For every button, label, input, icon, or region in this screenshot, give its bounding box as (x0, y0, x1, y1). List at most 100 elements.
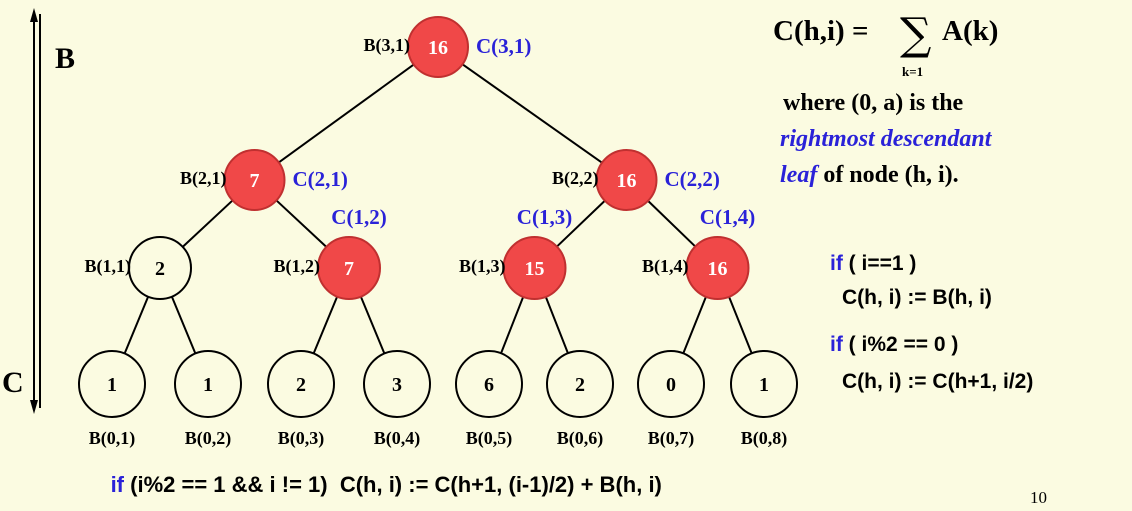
node-c-label: C(2,2) (665, 167, 720, 191)
node-circle (595, 149, 658, 211)
node-circle (78, 350, 146, 418)
page-number: 10 (1030, 488, 1047, 507)
tree-edge (682, 296, 707, 354)
axis-down-arrow-icon (30, 400, 38, 414)
tree-node-0-8: 1B(0,8) (730, 350, 798, 449)
node-value: 1 (759, 374, 769, 396)
bottom-rule-text: (i%2 == 1 && i != 1) C(h, i) := C(h+1, (… (124, 472, 662, 497)
node-value: 15 (525, 258, 545, 280)
tree-edge (556, 200, 606, 248)
tree-node-3-1: 16B(3,1)C(3,1) (364, 16, 531, 78)
tree-node-0-1: 1B(0,1) (78, 350, 146, 449)
formula: C(h,i) = ∑ k=1 A(k) (773, 9, 998, 79)
node-circle (455, 350, 523, 418)
axis-bottom-label: C (2, 366, 24, 399)
tree-nodes: 16B(3,1)C(3,1)7B(2,1)C(2,1)16B(2,2)C(2,2… (78, 16, 798, 449)
formula-lhs: C(h,i) = (773, 15, 868, 47)
node-b-label: B(2,1) (180, 168, 227, 189)
tree-edge (647, 200, 696, 248)
node-circle (546, 350, 614, 418)
node-value: 6 (484, 374, 494, 396)
tree-node-0-6: 2B(0,6) (546, 350, 614, 449)
node-b-label: B(0,5) (466, 428, 513, 449)
node-circle (223, 149, 286, 211)
node-b-label: B(0,6) (557, 428, 604, 449)
tree-edge (182, 199, 234, 248)
node-b-label: B(2,2) (552, 168, 599, 189)
node-b-label: B(0,8) (741, 428, 788, 449)
tree-edge (123, 296, 150, 354)
node-b-label: B(1,4) (642, 256, 689, 277)
node-value: 16 (428, 37, 448, 59)
node-c-label: C(1,4) (700, 205, 755, 229)
node-circle (502, 236, 567, 300)
node-value: 1 (203, 374, 213, 396)
tree-edge (170, 296, 197, 354)
node-circle (637, 350, 705, 418)
formula-sum-lower: k=1 (902, 64, 923, 79)
node-value: 16 (617, 170, 637, 192)
node-c-label: C(3,1) (476, 34, 531, 58)
tree-node-0-7: 0B(0,7) (637, 350, 705, 449)
tree-edge (275, 199, 327, 248)
tree-edge (359, 296, 386, 354)
rule-1-condition: ( i==1 ) (843, 252, 917, 275)
node-value: 1 (107, 374, 117, 396)
tree-edge (312, 296, 339, 354)
axis-top-label: B (55, 42, 75, 75)
sum-symbol-icon: ∑ (900, 9, 931, 60)
description-line2: rightmost descendant (780, 126, 993, 152)
tree-node-2-1: 7 B(2,1) C(2,1) (180, 149, 348, 211)
node-circle (685, 236, 750, 300)
tree-node-1-2: 7B(1,2)C(1,2) (274, 205, 387, 300)
node-b-label: B(0,4) (374, 428, 421, 449)
bottom-rule: if (i%2 == 1 && i != 1) C(h, i) := C(h+1… (80, 472, 680, 497)
node-b-label: B(1,3) (459, 256, 506, 277)
node-value: 2 (296, 374, 306, 396)
rule-2-keyword: if (830, 333, 844, 356)
formula-rhs: A(k) (942, 15, 998, 47)
node-value: 2 (575, 374, 585, 396)
axis-up-arrow-icon (30, 8, 38, 22)
description-leaf-em: leaf (780, 162, 819, 188)
node-circle (730, 350, 798, 418)
node-value: 16 (708, 258, 728, 280)
node-c-label: C(1,3) (517, 205, 572, 229)
rule-2-condition-line: if ( i%2 == 0 ) (830, 333, 958, 356)
tree-edge (278, 63, 415, 164)
node-circle (267, 350, 335, 418)
rule-1-condition-line: if ( i==1 ) (830, 252, 916, 275)
node-value: 7 (344, 258, 354, 280)
node-circle (407, 16, 469, 78)
tree-node-2-2: 16 B(2,2) C(2,2) (552, 149, 720, 211)
description-line3: leaf of node (h, i). (780, 162, 959, 188)
node-circle (128, 236, 192, 300)
tree-node-1-4: 16 B(1,4) C(1,4) (642, 205, 755, 300)
tree-node-0-2: 1B(0,2) (174, 350, 242, 449)
tree-node-0-4: 3B(0,4) (363, 350, 431, 449)
tree-edge (500, 296, 525, 354)
node-value: 3 (392, 374, 402, 396)
node-b-label: B(0,2) (185, 428, 232, 449)
rule-2-action: C(h, i) := C(h+1, i/2) (842, 370, 1033, 393)
node-c-label: C(2,1) (293, 167, 348, 191)
description-line1: where (0, a) is the (783, 90, 964, 116)
rule-1-keyword: if (830, 252, 844, 275)
tree-edge (728, 296, 753, 354)
node-circle (317, 236, 381, 300)
node-value: 2 (155, 258, 165, 280)
description-line3-rest: of node (h, i). (817, 162, 958, 188)
vertical-axis: B C (2, 8, 75, 414)
rule-1-action: C(h, i) := B(h, i) (842, 286, 992, 309)
tree-node-1-1: 2B(1,1) (85, 236, 192, 300)
node-b-label: B(0,1) (89, 428, 136, 449)
tree-node-0-3: 2B(0,3) (267, 350, 335, 449)
tree-node-1-3: 15 B(1,3) C(1,3) (459, 205, 572, 300)
description: where (0, a) is the rightmost descendant… (780, 90, 993, 188)
node-value: 0 (666, 374, 676, 396)
node-circle (363, 350, 431, 418)
tree-edge (461, 63, 603, 164)
node-value: 7 (250, 170, 260, 192)
node-b-label: B(0,7) (648, 428, 695, 449)
